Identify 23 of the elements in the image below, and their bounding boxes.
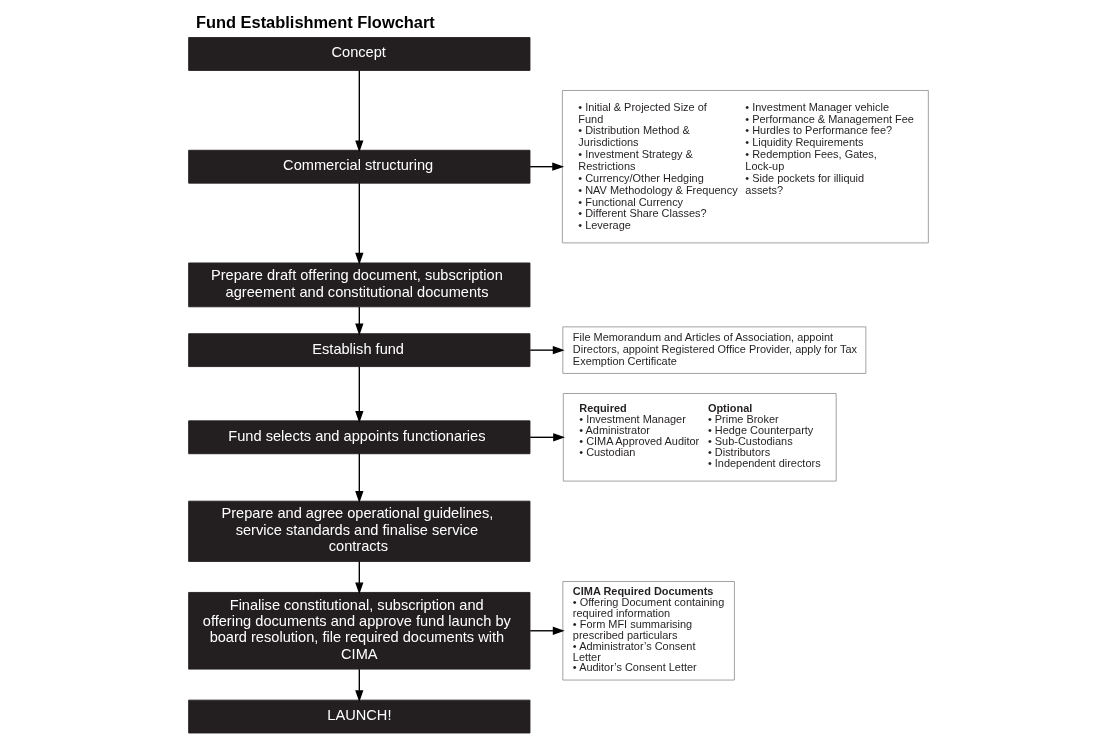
node-box: Establish fund	[187, 333, 530, 368]
arrow	[354, 182, 363, 265]
arrow	[529, 346, 565, 355]
node-box: CIMA Required Documents • Offering Document containing required information • Form MFI summarising prescribed particulars • Administrator’s Consent Letter • Auditor’s Consent Letter	[561, 581, 735, 681]
diagram-title: Fund Establishment Flowchart	[195, 12, 435, 31]
node-box: • Initial & Projected Size of Fund • Distribution Method & Jurisdictions • Investment Strategy & Restrictions • Currency/Other Hedging • NAV Methodology & Frequency • Functional Currency • Different Share Classes? • Leverage • Investment Manager vehicle • Performance & Management Fee • Hurdles to Performance fee? • Liquidity Requirements • Redemption Fees, Gates, Lock-up • Side pockets for illiquid assets?	[561, 90, 929, 244]
arrow	[354, 69, 363, 153]
node-box: File Memorandum and Articles of Association, appoint Directors, appoint Registered Office Provider, apply for Tax Exemption Certificate	[561, 326, 866, 374]
arrow	[354, 366, 363, 423]
arrow	[528, 162, 564, 171]
node-box: Prepare and agree operational guidelines, service standards and finalise service contracts	[187, 500, 530, 562]
arrow	[354, 453, 363, 503]
node-box: LAUNCH!	[187, 699, 530, 734]
arrow	[529, 433, 565, 442]
node-box: Commercial structuring	[187, 149, 530, 184]
node-box: Concept	[187, 37, 530, 71]
node-box: Finalise constitutional, subscription and offering documents and approve fund launch by board resolution, file required documents with CIMA	[187, 592, 530, 670]
arrow	[529, 626, 565, 635]
arrow	[354, 668, 363, 703]
node-box: Required • Investment Manager • Administrator • CIMA Approved Auditor • Custodian Optional • Prime Broker • Hedge Counterparty • Sub-Custodians • Distributors • Independent directors	[562, 393, 837, 482]
node-box: Prepare draft offering document, subscription agreement and constitutional documents	[187, 262, 530, 308]
node-box: Fund selects and appoints functionaries	[187, 420, 530, 455]
arrow	[354, 560, 363, 595]
